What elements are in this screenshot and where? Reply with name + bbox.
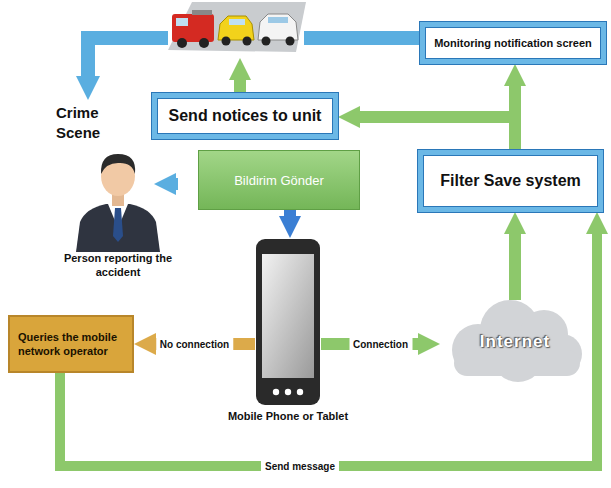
flow-arrow [509,234,521,300]
flow-arrow [60,234,597,466]
blue-node: Monitoring notification screen [420,22,606,64]
phone-figure [255,238,321,406]
flow-arrow [176,178,178,190]
node-text: Monitoring notification screen [434,37,592,49]
edge-label: No connection [156,338,233,351]
place-label: Crime Scene [56,103,112,144]
node-text: Filter Save system [440,172,581,190]
monitor-link [304,31,430,45]
taxi [218,16,254,46]
node-text: Mobile Phone or Tablet [208,410,368,422]
suit [76,204,160,252]
flow-arrow [156,338,255,350]
orange-node: Queries the mobile network operator [8,315,134,373]
phone-button [285,389,291,395]
flow-arrow [360,117,515,150]
phone-screen [262,254,314,378]
phone-body [256,239,320,405]
node-text: Person reporting the accident [58,252,178,280]
scene-arrow [88,38,168,76]
phone-node: Mobile Phone or Tablet [255,238,321,406]
cloud-node: Internet [440,290,590,384]
node-text: Bildirim Gönder [234,173,324,188]
blue-node: Send notices to unit [152,93,338,139]
person-node: Person reporting the accident [58,146,178,280]
vehicles-picture [168,2,306,52]
fire-truck [172,10,214,48]
hair [101,154,135,174]
notice-arrow [234,80,246,92]
node-text: Queries the mobile network operator [18,330,124,359]
person-figure [68,146,168,252]
phone-button [297,389,303,395]
tie [113,208,123,242]
green-node: Bildirim Gönder [198,150,360,210]
phone-button [273,389,279,395]
node-text: Send notices to unit [169,107,322,125]
white-car [258,14,298,46]
edge-label: Connection [349,338,412,351]
node-text: Internet [480,332,550,352]
edge-label: Send message [261,460,339,473]
road [168,2,306,52]
flow-arrow [321,338,418,350]
blue-node: Filter Save system [418,150,603,212]
cloud-body [452,300,582,382]
flow-arrow [284,210,296,216]
